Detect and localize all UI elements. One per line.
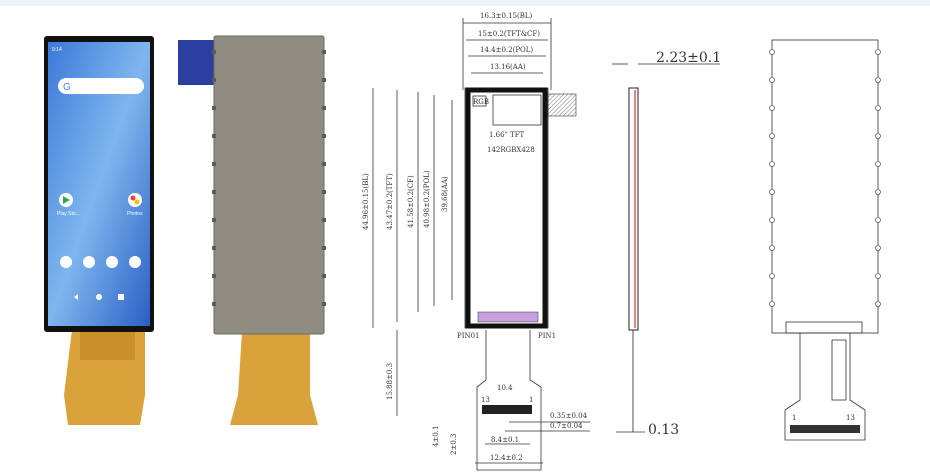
width-dim: 15±0.2(TFT&CF) [478,30,540,38]
mounting-bump [875,217,881,223]
dim-label: 8.4±0.1 [491,436,519,444]
height-dim: 43.47±0.2(TFT) [386,173,394,230]
mounting-bump [875,105,881,111]
height-dim: 44.96±0.15(BL) [362,173,370,230]
metal-clip [212,302,216,306]
front-drawing: RGB 1.66" TFT 142RGBX428 16.3±0.15(BL) 1… [362,12,590,471]
mounting-bump [875,273,881,279]
photos-icon [128,193,142,207]
metal-clip [322,162,326,166]
metal-clip [322,246,326,250]
mounting-bump [875,189,881,195]
mounting-bump [769,217,775,223]
mounting-bump [875,161,881,167]
mounting-bump [769,161,775,167]
rgb-label: RGB [473,98,489,106]
pin-label: 1 [792,414,796,422]
mounting-bump [769,133,775,139]
dim-label: 15.88±0.3 [386,363,394,400]
pin-label: 1 [529,396,533,404]
mounting-bump [769,273,775,279]
top-strip [0,0,930,6]
metal-clip [212,134,216,138]
panel-label: 1.66" TFT [489,131,525,139]
dim-label: 12.4±0.2 [490,454,523,462]
mounting-bump [875,245,881,251]
mounting-bump [769,105,775,111]
mounting-bump [875,49,881,55]
pin-label: PIN01 [457,332,480,340]
metal-clip [212,106,216,110]
height-dim: 40.98±0.2(POL) [423,170,431,228]
metal-clip [212,246,216,250]
search-bar [58,78,144,94]
height-dim: 39.68(AA) [441,176,449,212]
dim-label: 2±0.3 [450,434,458,455]
app-label: Photos [127,211,143,217]
metal-clip [322,274,326,278]
metal-clip [322,190,326,194]
mounting-bump [875,301,881,307]
dim-label: 0.35±0.04 [550,412,588,420]
fpc-cable [230,332,318,425]
width-dim: 16.3±0.15(BL) [480,12,533,20]
google-logo: G [63,82,71,93]
pin-label: PIN1 [538,332,556,340]
metal-clip [212,78,216,82]
pin-label: 13 [481,396,490,404]
dim-label: 10.4 [497,384,513,392]
home-icon [96,294,102,300]
metal-clip [212,190,216,194]
back-photo [178,35,325,425]
metal-clip [322,50,326,54]
mounting-bump [875,133,881,139]
status-time: 9:14 [52,47,62,53]
thickness-label: 2.23±0.1 [656,50,721,66]
mounting-bump [769,77,775,83]
fpc-contacts [482,405,532,414]
metal-backplate [213,35,325,335]
metal-clip [212,218,216,222]
width-dim: 13.16(AA) [490,63,526,71]
mounting-bump [769,49,775,55]
metal-clip [322,106,326,110]
back-outline: 1 13 [771,39,879,441]
mounting-bump [769,245,775,251]
dim-label: 0.7±0.04 [550,422,583,430]
dim-label: 4±0.1 [432,426,440,447]
metal-clip [322,134,326,138]
back-icon [74,294,78,300]
pin-label: 13 [846,414,855,422]
mounting-bump [769,189,775,195]
resolution-label: 142RGBX428 [487,146,535,154]
metal-clip [212,274,216,278]
fpc-thickness-label: 0.13 [648,422,679,438]
metal-clip [322,78,326,82]
recents-icon [118,294,124,300]
metal-clip [212,50,216,54]
metal-clip [322,302,326,306]
metal-clip [322,218,326,222]
width-dim: 14.4±0.2(POL) [480,46,533,54]
fpc-outline [476,330,542,471]
hatched-tab [547,93,577,117]
metal-clip [212,162,216,166]
blue-tab [178,40,216,85]
contacts-icon [129,256,141,268]
app-label: Play Sto... [57,211,80,217]
height-dim: 41.58±0.2(CF) [407,175,415,228]
messages-icon [83,256,95,268]
phone-icon [60,256,72,268]
side-view: 2.23±0.1 0.13 [612,50,721,438]
mounting-bump [769,301,775,307]
front-photo: 9:14 G Play Sto... Photos [44,36,154,425]
apps-icon [106,256,118,268]
mounting-bump [875,77,881,83]
